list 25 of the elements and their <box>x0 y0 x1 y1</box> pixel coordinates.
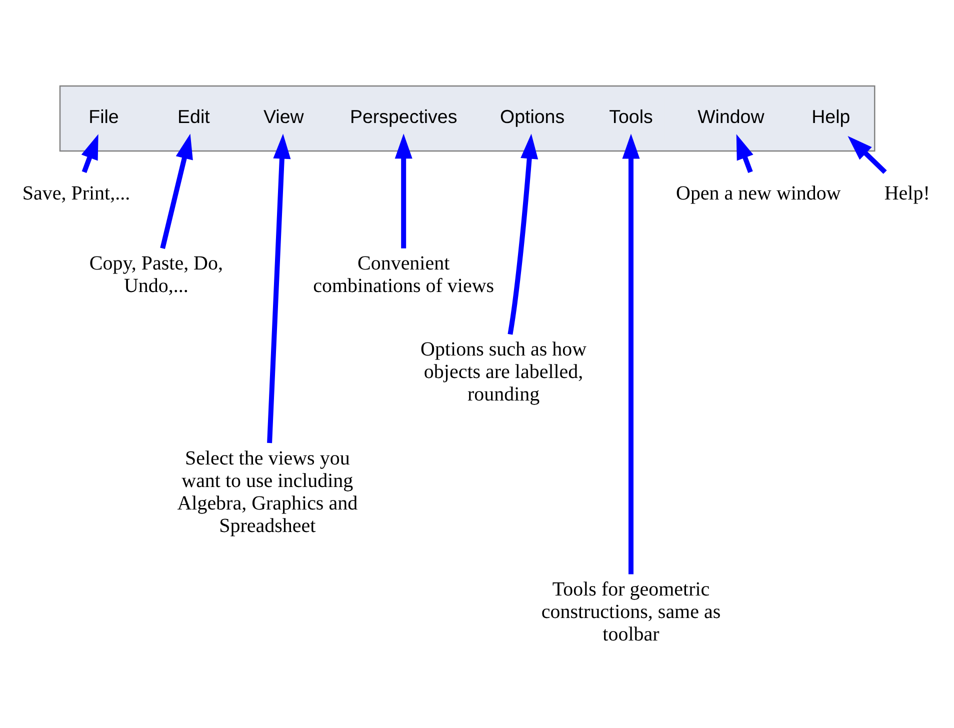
node-text: Help <box>812 106 850 127</box>
node-text: Edit <box>178 106 210 127</box>
arrow <box>848 136 887 174</box>
arrow <box>81 134 98 173</box>
arrow <box>267 134 291 444</box>
node-text: Window <box>698 106 764 127</box>
node-text: Tools <box>609 106 653 127</box>
node-text: Convenient combinations of views <box>313 252 494 297</box>
arrow <box>508 134 538 335</box>
node-text: Tools for geometric constructions, same as toolbar <box>541 578 721 646</box>
node-text: Help! <box>884 182 930 204</box>
cluster <box>59 85 876 152</box>
node-text: Save, Print,... <box>22 182 130 204</box>
node-text: Perspectives <box>350 106 458 127</box>
node-text: View <box>264 106 304 127</box>
arrow <box>622 134 640 574</box>
arrow <box>394 134 412 248</box>
arrow <box>160 134 193 249</box>
node-text: Select the views you want to use including Algebra, Graphics and Spreadsheet <box>177 447 358 537</box>
node-text: Copy, Paste, Do, Undo,... <box>89 252 224 297</box>
node-text: Options <box>500 106 565 127</box>
node-text: File <box>88 106 119 127</box>
node-text: Options such as how objects are labelled, rounding <box>420 338 587 406</box>
arrow <box>736 134 754 173</box>
node-text: Open a new window <box>676 182 841 204</box>
